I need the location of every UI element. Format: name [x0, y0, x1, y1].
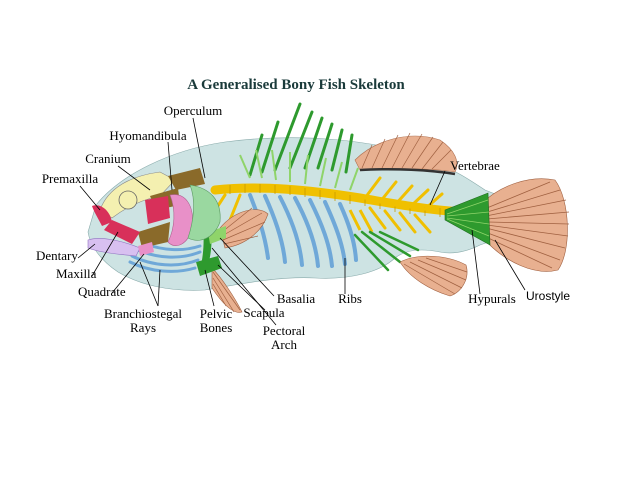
ribs — [248, 193, 358, 268]
label-branchiostegal-1: Branchiostegal — [104, 306, 182, 321]
dentary — [87, 238, 141, 257]
label-urostyle: Urostyle — [526, 289, 570, 303]
eye-socket — [118, 190, 138, 210]
premaxilla — [92, 205, 112, 226]
label-ribs: Ribs — [338, 291, 362, 306]
label-quadrate: Quadrate — [78, 284, 126, 299]
hyomandibula — [167, 194, 193, 246]
pelvic-fin-rays — [212, 271, 241, 313]
label-cranium: Cranium — [85, 151, 131, 166]
pectoral-fin — [219, 209, 269, 249]
label-basalia: Basalia — [277, 291, 315, 306]
diagram-title: A Generalised Bony Fish Skeleton — [187, 77, 405, 93]
caudal-fin-rays — [481, 181, 570, 269]
label-scapula: Scapula — [243, 305, 284, 320]
neural-spines — [239, 149, 359, 191]
label-maxilla: Maxilla — [56, 266, 97, 281]
label-hyomandibula: Hyomandibula — [109, 128, 186, 143]
label-premaxilla: Premaxilla — [42, 171, 99, 186]
skull-olive-low — [138, 222, 170, 248]
label-branchiostegal-2: Rays — [130, 320, 156, 335]
pelvic-fin — [211, 267, 243, 313]
maxilla — [104, 220, 140, 244]
hypural-lines — [446, 199, 490, 237]
label-operculum: Operculum — [164, 103, 222, 118]
quadrate — [138, 242, 154, 256]
label-pelvic-2: Bones — [200, 320, 233, 335]
dorsal-fin-spines — [248, 102, 354, 177]
skull-olive-top — [168, 168, 205, 190]
red-skull-plate — [145, 196, 170, 224]
vertebral-column — [210, 183, 467, 217]
pectoral-fin-rays — [221, 207, 266, 245]
label-pelvic-1: Pelvic — [200, 306, 233, 321]
label-vertebrae: Vertebrae — [450, 158, 500, 173]
operculum — [187, 184, 221, 241]
pelvic-bones — [196, 256, 222, 276]
soft-dorsal-rays — [361, 132, 452, 170]
label-hypurals: Hypurals — [468, 291, 516, 306]
leader-lines — [77, 117, 526, 326]
label-pectoral-2: Arch — [271, 337, 297, 352]
label-dentary: Dentary — [36, 248, 78, 263]
label-pectoral-1: Pectoral — [263, 323, 306, 338]
ribs-yellow-spines — [348, 209, 374, 233]
anal-fin-spines — [353, 230, 420, 272]
dorsal-fin-base — [359, 167, 456, 176]
anal-fin-rays — [403, 257, 468, 295]
